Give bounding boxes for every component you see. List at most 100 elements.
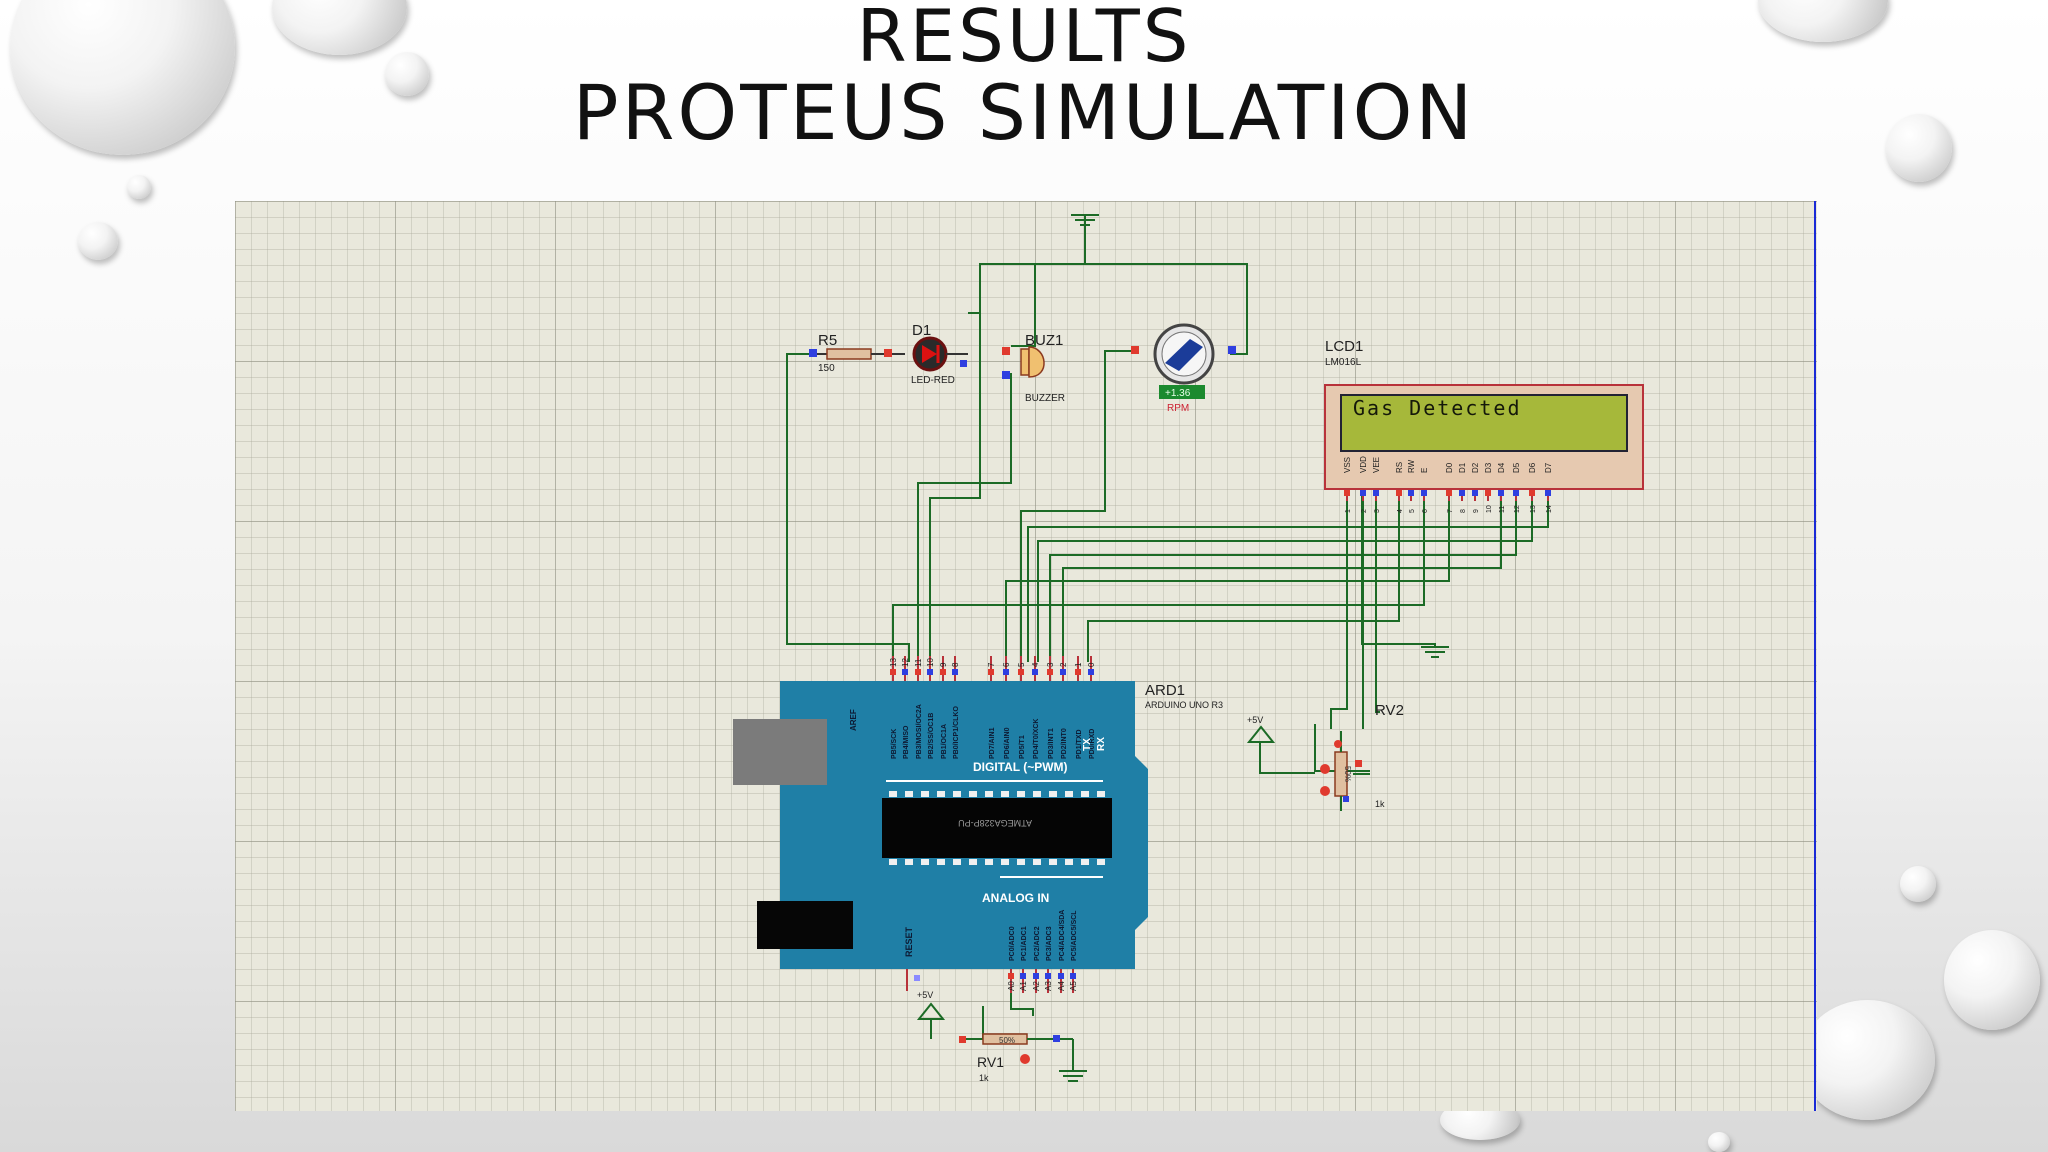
digital-pin-marker <box>927 669 933 675</box>
digital-pin-number: 6 <box>1002 662 1011 667</box>
d1-ref: D1 <box>912 322 931 339</box>
digital-pin-name: PD2/INT0 <box>1061 728 1068 759</box>
lcd-pin-marker <box>1344 490 1350 496</box>
lcd-pin-marker <box>1373 490 1379 496</box>
analog-pin-number: A3 <box>1044 981 1053 991</box>
lcd-pin-label: D6 <box>1528 462 1537 473</box>
resistor-r5[interactable]: R5 150 <box>809 332 892 374</box>
led-d1[interactable]: D1 LED-RED <box>892 322 968 386</box>
ic-pin <box>969 791 977 797</box>
ic-pin <box>985 859 993 865</box>
digital-pin-number: 8 <box>951 662 960 667</box>
digital-pin-marker <box>902 669 908 675</box>
ic-pin <box>953 791 961 797</box>
digital-pin-name: PB4/MISO <box>903 725 910 759</box>
digital-pin-marker <box>1032 669 1038 675</box>
digital-pin-marker <box>940 669 946 675</box>
potentiometer-rv1[interactable]: 50% RV1 1k <box>959 1033 1073 1083</box>
digital-pin-marker <box>915 669 921 675</box>
rv1-percent: 50% <box>999 1036 1015 1045</box>
analog-pin-marker <box>1070 973 1076 979</box>
potentiometer-rv2[interactable]: +5V 50% RV2 1k <box>1246 702 1404 811</box>
lcd-pin-number: 14 <box>1546 505 1553 513</box>
rx-label: RX <box>1096 737 1107 751</box>
digital-pin-number: 5 <box>1017 662 1026 667</box>
lcd-display-text: Gas Detected <box>1353 396 1522 420</box>
digital-pin-marker <box>952 669 958 675</box>
analog-pin-name: PC2/ADC2 <box>1034 926 1041 961</box>
usb-connector <box>733 719 827 785</box>
d1-type: LED-RED <box>911 375 955 386</box>
analog-pin-number: A4 <box>1057 981 1066 991</box>
digital-pin-number: 11 <box>914 658 923 667</box>
lcd-pin-label: D7 <box>1544 462 1553 473</box>
lcd-pin-row: VSS1VDD2VEE3RS4RW5E6D07D18D29D310D411D51… <box>1343 456 1553 513</box>
ic-pin <box>985 791 993 797</box>
lcd-pin-marker <box>1396 490 1402 496</box>
digital-pin-marker <box>890 669 896 675</box>
digital-pin-number: 7 <box>987 662 996 667</box>
digital-pin-name: PB3/MOSI/OC2A <box>916 704 923 759</box>
ic-pin <box>969 859 977 865</box>
water-droplet <box>127 175 151 199</box>
digital-pin-name: PD0/RXD <box>1089 729 1096 759</box>
rv2-value: 1k <box>1375 799 1385 809</box>
lcd-pin-number: 13 <box>1530 505 1537 513</box>
rv2-supply-label: +5V <box>1247 715 1263 725</box>
dc-motor[interactable]: +1.36 RPM <box>1131 323 1236 414</box>
power-supply-5v: +5V <box>916 990 946 1039</box>
digital-pin-name: PD1/TXD <box>1076 729 1083 759</box>
ic-pin <box>905 791 913 797</box>
lcd-pin-marker <box>1485 490 1491 496</box>
digital-pin-name: PB2/SS/OC1B <box>928 713 935 759</box>
ic-pin <box>889 791 897 797</box>
lcd-pin-label: VDD <box>1359 456 1368 473</box>
ground-symbol <box>1059 214 1449 1082</box>
digital-pin-number: 9 <box>939 662 948 667</box>
buz1-ref: BUZ1 <box>1025 332 1063 349</box>
digital-pin-number: 12 <box>901 658 910 667</box>
digital-pin-name: PB1/OC1A <box>941 724 948 759</box>
lcd-pin-number: 2 <box>1361 509 1368 513</box>
water-droplet <box>1900 866 1936 902</box>
digital-pin-name: PD5/T1 <box>1019 735 1026 759</box>
slide-title: RESULTS <box>856 0 1192 78</box>
analog-header-label: ANALOG IN <box>982 891 1049 905</box>
ic-pin <box>921 791 929 797</box>
analog-pin-number: A2 <box>1032 981 1041 991</box>
analog-pin-marker <box>1008 973 1014 979</box>
arduino-uno[interactable]: ARD1 ARDUINO UNO R3 13PB5/SCK12PB4/MISO1… <box>733 656 1223 993</box>
motor-unit: RPM <box>1167 403 1189 414</box>
lcd-pin-marker <box>1459 490 1465 496</box>
lcd-module[interactable]: LCD1 LM016L Gas Detected VSS1VDD2VEE3RS4… <box>1324 338 1644 513</box>
lcd-pin-number: 8 <box>1460 509 1467 513</box>
lcd-pin-number: 12 <box>1514 505 1521 513</box>
digital-pin-number: 4 <box>1031 662 1040 667</box>
ic-pin <box>889 859 897 865</box>
ic-pin <box>1017 859 1025 865</box>
analog-pin-marker <box>1033 973 1039 979</box>
analog-pin-name: PC1/ADC1 <box>1021 926 1028 961</box>
lcd-pin-marker <box>1421 490 1427 496</box>
power-jack <box>757 901 853 949</box>
digital-pin-name: PD6/AIN0 <box>1004 727 1011 759</box>
digital-pin-marker <box>1088 669 1094 675</box>
water-droplet <box>1708 1132 1730 1152</box>
arduino-model: ARDUINO UNO R3 <box>1145 700 1223 710</box>
lcd-pin-number: 9 <box>1473 509 1480 513</box>
digital-pin-marker <box>988 669 994 675</box>
digital-pin-marker <box>1060 669 1066 675</box>
lcd-pin-number: 11 <box>1499 506 1506 513</box>
water-droplet <box>1944 930 2040 1030</box>
water-droplet <box>78 222 118 260</box>
lcd-pin-label: D0 <box>1445 462 1454 473</box>
analog-pin-number: A1 <box>1019 981 1028 991</box>
digital-pin-name: PB0/ICP1/CLKO <box>953 706 960 759</box>
ic-pin <box>1065 791 1073 797</box>
lcd-pin-number: 7 <box>1447 509 1454 513</box>
ic-pin <box>1033 859 1041 865</box>
lcd-pin-label: RW <box>1407 459 1416 473</box>
buzzer-buz1[interactable]: BUZ1 BUZZER <box>1002 332 1065 404</box>
digital-header-label: DIGITAL (~PWM) <box>973 760 1068 774</box>
proteus-schematic: R5 150 D1 LED-RED BUZ1 BUZZER +1.36 RPM … <box>235 201 1817 1111</box>
